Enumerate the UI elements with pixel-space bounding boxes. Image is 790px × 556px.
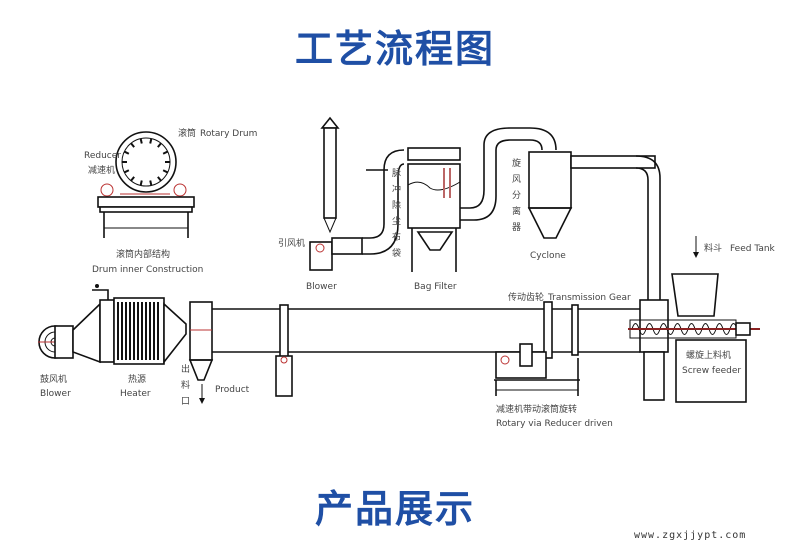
heater-label-cn: 热源 — [128, 373, 146, 385]
svg-text:风: 风 — [512, 174, 521, 185]
process-flow-title: 工艺流程图 — [294, 27, 495, 71]
reducer-label-en: Reducer — [84, 151, 121, 161]
svg-text:袋: 袋 — [392, 247, 401, 259]
svg-text:布: 布 — [392, 231, 401, 243]
product-label-en: Product — [215, 385, 250, 395]
bag-filter-label-cn: 脉 冲 除 尘 布 袋 — [392, 167, 401, 259]
transmission-gear — [494, 301, 580, 396]
screw-feeder-label-en: Screw feeder — [682, 366, 741, 376]
svg-text:旋: 旋 — [512, 157, 521, 169]
feed-arrow-head-icon — [693, 252, 699, 258]
screw-feeder-label-cn: 螺旋上料机 — [686, 349, 731, 361]
svg-text:器: 器 — [512, 222, 521, 233]
reducer-label-cn: 减速机 — [88, 164, 115, 176]
air-blower — [38, 325, 74, 359]
blower-label-cn: 鼓风机 — [40, 373, 67, 385]
watermark: www.zgxjjypt.com — [634, 530, 747, 541]
drum-inner-label-en: Drum inner Construction — [92, 265, 203, 275]
cyclone-label-en: Cyclone — [530, 251, 566, 261]
blower-label-en: Blower — [40, 389, 71, 399]
induced-blower-label-en: Blower — [306, 282, 337, 292]
heater — [72, 284, 187, 365]
cyclone — [510, 127, 661, 300]
rotary-drum-label-cn: 滚筒 — [178, 127, 196, 139]
svg-text:冲: 冲 — [392, 183, 401, 195]
drum-inner-label-cn: 滚筒内部结构 — [116, 248, 170, 260]
screw-feeder — [628, 299, 760, 403]
svg-text:脉: 脉 — [392, 167, 401, 179]
svg-text:出: 出 — [181, 363, 190, 375]
svg-text:口: 口 — [181, 397, 190, 407]
feed-tank — [671, 273, 719, 317]
svg-text:除: 除 — [392, 199, 401, 211]
induced-blower-label-cn: 引风机 — [278, 237, 305, 249]
svg-text:离: 离 — [512, 205, 521, 217]
rotary-drum-label-en: Rotary Drum — [200, 129, 257, 139]
drum-inner-construction — [97, 131, 195, 238]
bag-filter — [407, 127, 511, 272]
transmission-gear-label-en: Transmission Gear — [547, 293, 631, 303]
feed-tank-label-cn: 料斗 — [704, 242, 722, 254]
feed-tank-label-en: Feed Tank — [730, 244, 776, 254]
induced-blower — [309, 116, 405, 271]
product-arrow-head-icon — [199, 398, 205, 404]
reducer-drive-label-cn: 减速机带动滚筒旋转 — [496, 403, 577, 415]
heater-label-en: Heater — [120, 389, 151, 399]
product-display-title: 产品展示 — [314, 487, 475, 531]
rotary-drum — [188, 301, 640, 397]
bag-filter-label-en: Bag Filter — [414, 282, 457, 292]
svg-text:料: 料 — [181, 379, 190, 391]
reducer-drive-label-en: Rotary via Reducer driven — [496, 419, 613, 429]
cyclone-label-cn: 旋 风 分 离 器 — [512, 157, 521, 233]
transmission-gear-label-cn: 传动齿轮 — [508, 291, 544, 303]
outlet-label-cn: 出 料 口 — [181, 363, 190, 407]
svg-text:分: 分 — [512, 190, 521, 201]
svg-text:尘: 尘 — [392, 216, 401, 227]
